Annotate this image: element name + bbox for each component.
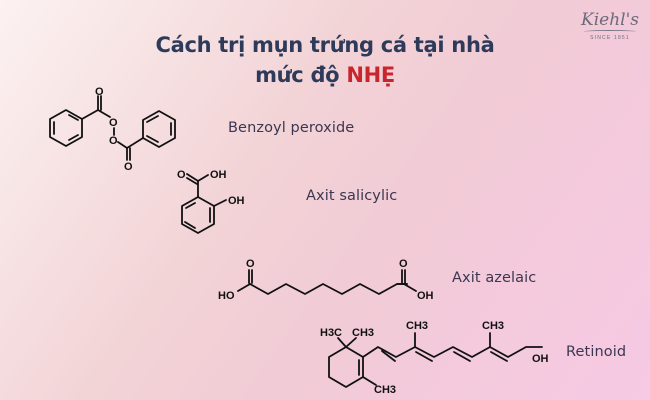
atom-label: O bbox=[95, 86, 104, 98]
atom-label: O bbox=[109, 117, 118, 129]
title-line-2-prefix: mức độ bbox=[255, 63, 347, 87]
retinol-structure-icon: H3C CH3 CH3 CH3 CH3 OH bbox=[320, 320, 549, 396]
atom-label: CH3 bbox=[374, 384, 396, 396]
atom-label: O bbox=[124, 161, 133, 173]
atom-label: O bbox=[399, 258, 408, 270]
title-severity-accent: NHẸ bbox=[346, 63, 395, 87]
atom-label: O bbox=[246, 258, 255, 270]
title-line-1: Cách trị mụn trứng cá tại nhà bbox=[155, 33, 495, 57]
atom-label: HO bbox=[218, 290, 235, 302]
atom-label: H3C bbox=[320, 327, 342, 339]
salicylic-acid-structure-icon: O OH OH bbox=[177, 169, 245, 234]
atom-label: OH bbox=[228, 195, 245, 207]
compound-label-salicylic-acid: Axit salicylic bbox=[306, 188, 398, 204]
compound-label-retinoid: Retinoid bbox=[566, 344, 627, 360]
atom-label: O bbox=[109, 135, 118, 147]
atom-label: CH3 bbox=[406, 320, 428, 332]
atom-label: CH3 bbox=[352, 327, 374, 339]
benzoyl-peroxide-structure-icon: O O O O bbox=[49, 86, 176, 173]
page-title: Cách trị mụn trứng cá tại nhà mức độ NHẸ bbox=[0, 30, 650, 90]
compound-label-azelaic-acid: Axit azelaic bbox=[452, 270, 537, 286]
brand-name: Kiehl's bbox=[581, 10, 639, 30]
compound-label-benzoyl-peroxide: Benzoyl peroxide bbox=[228, 120, 355, 136]
brand-tagline: SINCE 1851 bbox=[590, 35, 630, 41]
atom-label: OH bbox=[210, 169, 227, 181]
atom-label: OH bbox=[532, 353, 549, 365]
logo-underline-icon bbox=[584, 30, 636, 33]
azelaic-acid-structure-icon: O HO O OH bbox=[218, 258, 434, 302]
atom-label: O bbox=[177, 169, 186, 181]
atom-label: OH bbox=[417, 290, 434, 302]
atom-label: CH3 bbox=[482, 320, 504, 332]
brand-logo: Kiehl's SINCE 1851 bbox=[575, 10, 645, 41]
title-line-2: mức độ NHẸ bbox=[0, 60, 650, 90]
